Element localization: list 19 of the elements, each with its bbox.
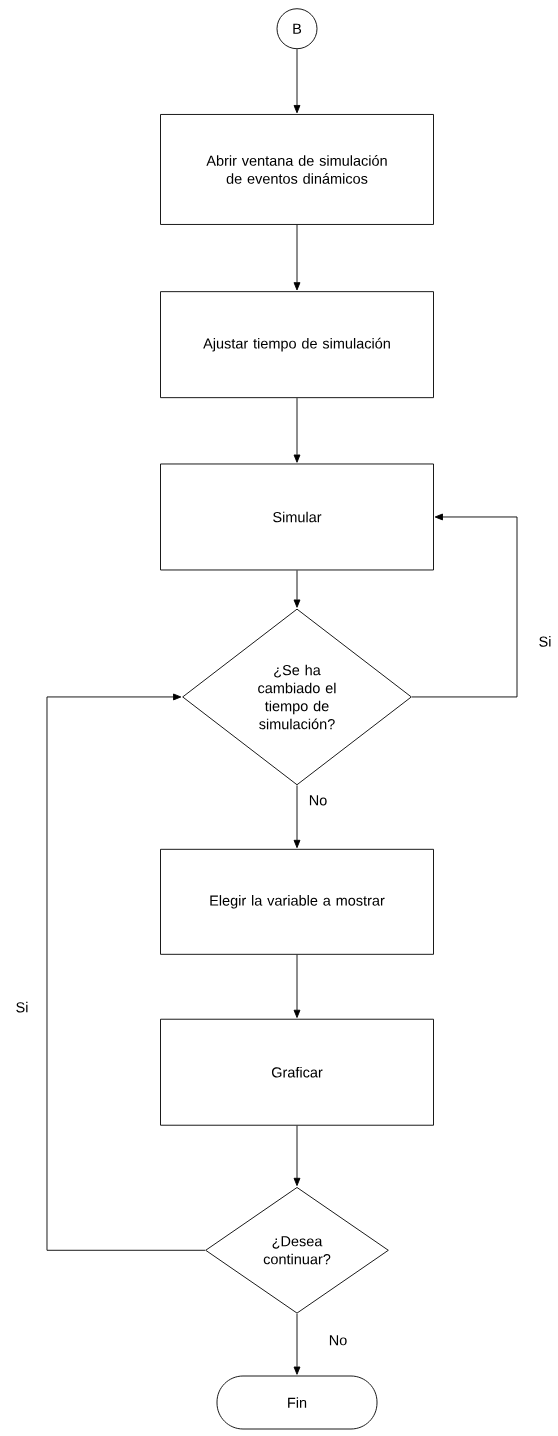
- arrow: [293, 784, 301, 849]
- process-box: Ajustar tiempo de simulación: [160, 291, 434, 399]
- edge-label: No: [307, 794, 329, 807]
- arrow: [293, 48, 301, 114]
- process-box: Graficar: [160, 1018, 434, 1126]
- arrow: [293, 1313, 301, 1375]
- arrow: [293, 569, 301, 608]
- process-box: Simular: [160, 463, 434, 571]
- arrow: [293, 1125, 301, 1187]
- process-box: Abrir ventana de simulación de eventos dinámicos: [160, 114, 434, 225]
- arrow: [293, 397, 301, 463]
- arrow: [293, 954, 301, 1018]
- edge-label: Si: [14, 1000, 30, 1014]
- arrow: [411, 513, 518, 698]
- process-box: Elegir la variable a mostrar: [160, 848, 434, 955]
- edge-label: No: [327, 1334, 349, 1347]
- arrow: [293, 224, 301, 291]
- arrow: [46, 693, 206, 1251]
- edge-label: Si: [537, 635, 553, 648]
